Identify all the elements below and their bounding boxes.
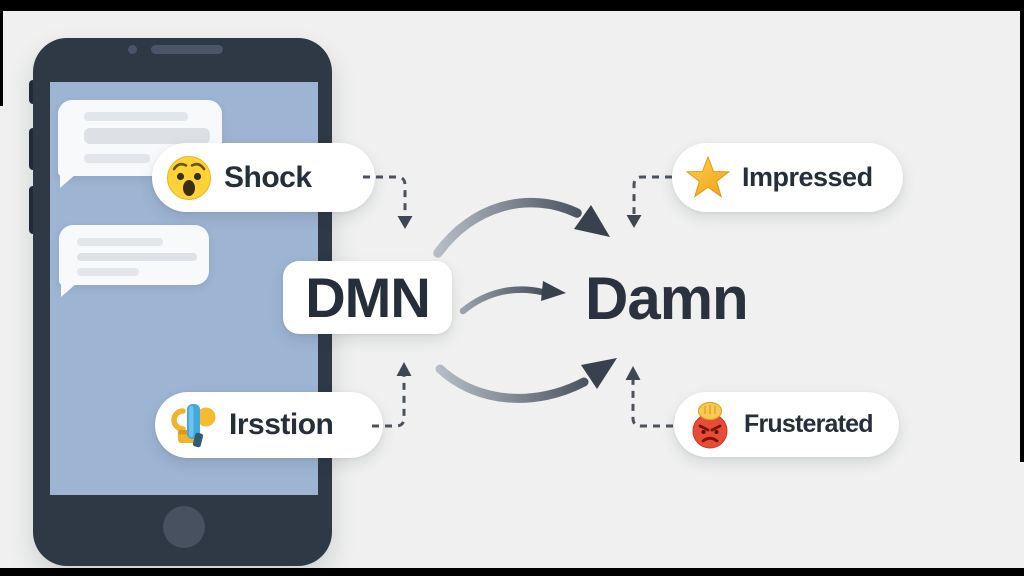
- bubble-text-line: [77, 268, 139, 276]
- emotion-label-text: Frusterated: [744, 410, 874, 438]
- phone-home-button: [163, 506, 205, 548]
- slang-meaning-text: Damn: [585, 265, 749, 332]
- emotion-label-irritation: Irsstion: [155, 392, 383, 458]
- letterbox-bar-top: [0, 0, 1024, 11]
- trophy-puzzle-emoji-icon: [171, 404, 216, 448]
- phone-speaker-bar: [151, 45, 223, 54]
- curved-arrow-bottom: [435, 358, 617, 403]
- dashed-arrowhead-up: [625, 366, 641, 380]
- bubble-text-line: [84, 128, 210, 144]
- letterbox-bar-right: [1020, 0, 1024, 462]
- letterbox-bar-left: [0, 11, 3, 106]
- dashed-arrowhead-up: [396, 362, 412, 376]
- shocked-face-emoji-icon: [167, 155, 211, 200]
- angry-face-fist-emoji-icon: [692, 401, 728, 448]
- emotion-label-text: Impressed: [742, 162, 873, 192]
- dashed-connector-impressed: [632, 175, 672, 214]
- emotion-label-text: Irsstion: [229, 408, 334, 441]
- bubble-text-line: [84, 112, 188, 121]
- curved-arrow-middle: [459, 281, 566, 315]
- dashed-connector-frustrated: [631, 380, 673, 428]
- phone-camera-dot: [128, 45, 137, 54]
- emotion-label-impressed: Impressed: [672, 143, 903, 212]
- chat-bubble: [59, 225, 209, 297]
- bubble-text-line: [84, 154, 150, 163]
- dashed-arrowhead-down: [397, 216, 413, 229]
- emotion-label-frustrated: Frusterated: [674, 392, 899, 457]
- emotion-label-text: Shock: [224, 160, 312, 194]
- letterbox-bar-bottom: [0, 568, 1024, 576]
- slang-abbreviation-box: DMN: [283, 261, 452, 334]
- slang-abbreviation-text: DMN: [305, 266, 431, 329]
- bubble-text-line: [77, 238, 163, 246]
- dashed-arrowhead-down: [626, 215, 642, 228]
- emotion-label-shock: Shock: [152, 143, 375, 212]
- bubble-text-line: [77, 253, 197, 261]
- curved-arrow-top: [433, 197, 610, 258]
- star-emoji-icon: [685, 155, 731, 198]
